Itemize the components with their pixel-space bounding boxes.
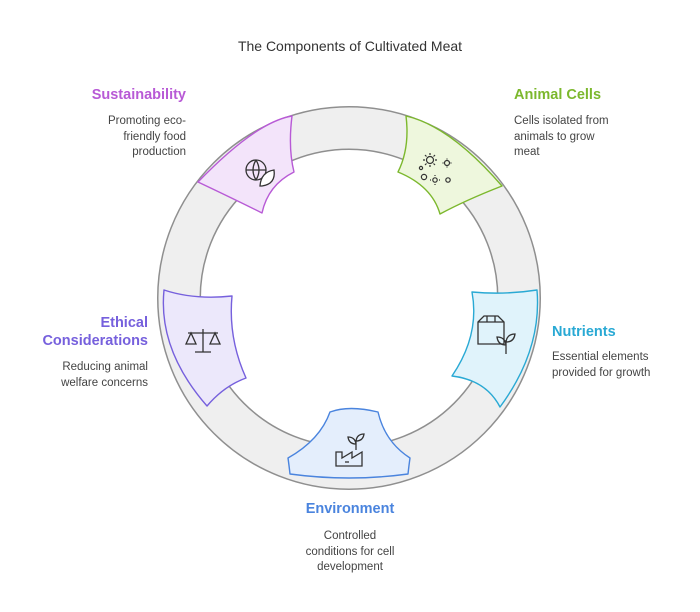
ethical-tab — [162, 289, 247, 407]
nutrients-tab — [451, 289, 539, 408]
animal-cells-label: Animal Cells — [514, 87, 602, 103]
scales-icon — [184, 329, 222, 353]
sustainability-description: Promoting eco- friendly food production — [108, 115, 186, 158]
sustainability-tab — [197, 115, 295, 214]
sustainability-label: Sustainability — [91, 87, 186, 103]
globe-leaf-icon — [245, 159, 275, 187]
box-sprout-icon — [477, 315, 516, 354]
environment-description: Controlled conditions for cell developme… — [305, 530, 395, 573]
nutrients-description: Essential elements provided for growth — [552, 351, 651, 379]
animal-cells-description: Cells isolated from animals to grow meat — [514, 115, 609, 158]
nutrients-label: Nutrients — [552, 324, 616, 340]
cells-icon — [418, 153, 452, 185]
environment-tab — [287, 407, 411, 479]
environment-label: Environment — [305, 501, 395, 517]
diagram-title: The Components of Cultivated Meat — [237, 38, 463, 54]
animal-cells-tab — [397, 115, 503, 215]
ethical-label: Ethical Considerations — [42, 315, 148, 349]
ethical-description: Reducing animal welfare concerns — [61, 361, 148, 389]
factory-plant-icon — [335, 433, 365, 467]
